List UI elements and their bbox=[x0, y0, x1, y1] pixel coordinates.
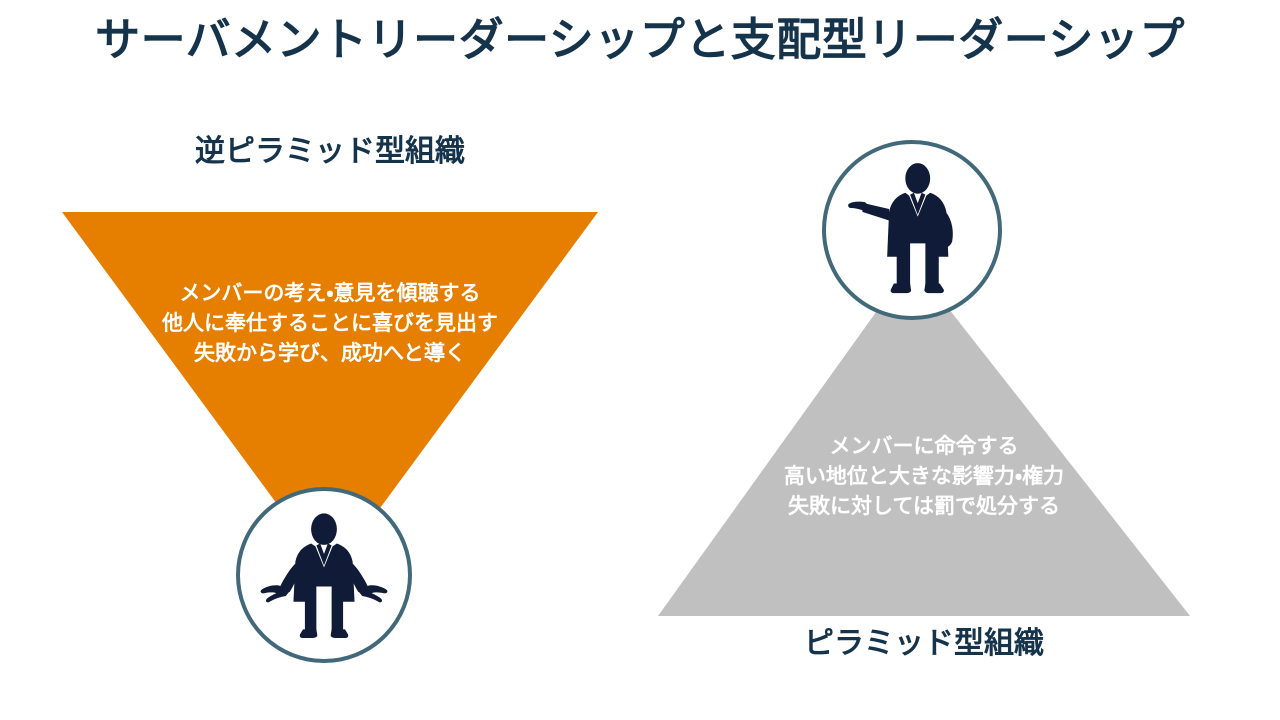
left-panel-description: メンバーの考え・意見を傾聴する 他人に奉仕することに喜びを見出す 失敗から学び、… bbox=[60, 279, 600, 368]
businessman-pointing-icon bbox=[822, 140, 1002, 320]
left-panel-line-1: メンバーの考え・意見を傾聴する bbox=[179, 282, 481, 305]
right-panel-line-1: メンバーに命令する bbox=[829, 435, 1019, 458]
right-panel-line-3: 失敗に対しては罰で処分する bbox=[788, 494, 1060, 518]
left-panel-heading: 逆ピラミッド型組織 bbox=[195, 135, 465, 168]
right-panel-description: メンバーに命令する 高い地位と大きな影響力・権力 失敗に対しては罰で処分する bbox=[658, 432, 1190, 521]
businessman-open-arms-icon bbox=[236, 487, 412, 663]
left-panel-line-3: 失敗から学び、成功へと導く bbox=[194, 341, 466, 365]
right-panel-line-2: 高い地位と大きな影響力・権力 bbox=[783, 464, 1065, 488]
right-panel-heading: ピラミッド型組織 bbox=[804, 627, 1044, 660]
page-title: サーバメントリーダーシップと支配型リーダーシップ bbox=[95, 14, 1185, 65]
businessman-pointing-glyph bbox=[848, 163, 953, 294]
left-panel-line-2: 他人に奉仕することに喜びを見出す bbox=[162, 311, 498, 335]
businessman-open-arms-glyph bbox=[260, 513, 388, 638]
